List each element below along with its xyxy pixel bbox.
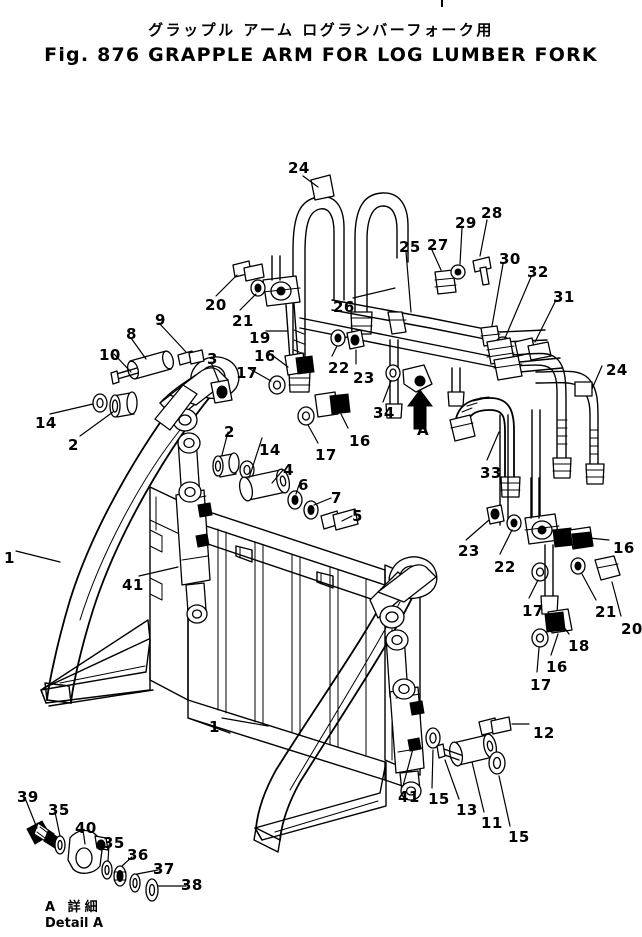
callout-number: 11	[481, 814, 503, 832]
vertical-tubes	[386, 340, 540, 525]
hose-24-left-b	[351, 193, 408, 334]
arm-link-left	[155, 368, 228, 431]
callout-number: 41	[398, 788, 420, 806]
title-japanese: グラップル アーム ログランバーフォーク用	[148, 21, 494, 39]
callout-number: 9	[155, 311, 166, 329]
callout-number: 3	[207, 350, 218, 368]
section-marker-a: A	[417, 421, 430, 439]
callout-number: 16	[254, 347, 276, 365]
callout-number: 23	[458, 542, 480, 560]
detail-a-label-japanese: A 詳細	[45, 900, 102, 915]
callout-number: 14	[259, 441, 281, 459]
callout-number: 38	[181, 876, 203, 894]
callout-number: 29	[455, 214, 477, 232]
callout-number: 10	[99, 346, 121, 364]
callout-number: 20	[205, 296, 227, 314]
pin-assembly-bottom-right	[426, 717, 511, 774]
left-fork-tine	[41, 620, 153, 706]
callout-number: 32	[527, 263, 549, 281]
callout-number: 5	[352, 507, 363, 525]
arm-link-right	[370, 565, 436, 628]
arm-link-left-lower	[178, 433, 201, 507]
callout-number: 30	[499, 250, 521, 268]
callout-number: 7	[331, 489, 342, 507]
callout-number: 24	[288, 159, 310, 177]
callout-number: 17	[315, 446, 337, 464]
callout-number: 16	[546, 658, 568, 676]
callout-number: 13	[456, 801, 478, 819]
callout-number: 1	[4, 549, 15, 567]
leader-lines	[16, 176, 621, 886]
nut-22-23-upper	[331, 330, 364, 349]
hose-33	[450, 397, 520, 497]
callout-number: 26	[333, 298, 355, 316]
callout-number: 36	[127, 846, 149, 864]
callout-number: 24	[606, 361, 628, 379]
detail-a-label-english: Detail A	[45, 916, 104, 932]
page-crop-mark	[441, 0, 443, 7]
callout-number: 21	[595, 603, 617, 621]
callout-number: 15	[428, 790, 450, 808]
callout-number: 41	[122, 576, 144, 594]
callout-number: 15	[508, 828, 530, 846]
detail-a-label: A 詳細 Detail A	[45, 900, 103, 933]
right-fork-tine	[255, 762, 386, 840]
callout-number: 27	[427, 236, 449, 254]
carriage-frame	[150, 487, 420, 792]
title-english: Fig. 876 GRAPPLE ARM FOR LOG LUMBER FORK	[44, 43, 598, 66]
callout-number: 40	[75, 819, 97, 837]
callout-number: 21	[232, 312, 254, 330]
callout-number: 34	[373, 404, 395, 422]
callout-number: 4	[283, 461, 294, 479]
callout-number: 6	[298, 476, 309, 494]
callout-number: 31	[553, 288, 575, 306]
callout-number: 35	[103, 834, 125, 852]
callout-number: 2	[68, 436, 79, 454]
grapple-arm-right	[254, 557, 437, 852]
hydraulic-cylinder-right	[390, 679, 424, 800]
callout-number: 16	[613, 539, 635, 557]
callout-number: 37	[153, 860, 175, 878]
callout-number: 16	[349, 432, 371, 450]
elbow-mid	[298, 392, 350, 425]
callout-number: 22	[494, 558, 516, 576]
callout-number: 35	[48, 801, 70, 819]
callout-number: 17	[522, 602, 544, 620]
callout-number: 20	[621, 620, 642, 638]
callout-number: 18	[568, 637, 590, 655]
callout-number: 2	[224, 423, 235, 441]
pin-and-bushings-left	[93, 350, 254, 479]
hose-24-right	[505, 353, 604, 484]
diagram-title-block: グラップル アーム ログランバーフォーク用 Fig. 876 GRAPPLE A…	[0, 22, 642, 65]
callout-number: 12	[533, 724, 555, 742]
callout-number: 28	[481, 204, 503, 222]
hydraulic-cylinder-left	[176, 482, 212, 623]
grapple-arm-left	[45, 357, 239, 703]
callout-number: 8	[126, 325, 137, 343]
arm-link-right-lower	[386, 630, 408, 697]
callout-number: 33	[480, 464, 502, 482]
callout-number: 22	[328, 359, 350, 377]
callout-number: 19	[249, 329, 271, 347]
callout-number: 25	[399, 238, 421, 256]
callout-number: 14	[35, 414, 57, 432]
callout-number: 17	[530, 676, 552, 694]
callout-number: 1	[209, 718, 220, 736]
callout-number: 23	[353, 369, 375, 387]
hose-couplings-midright	[487, 338, 522, 380]
callout-number: 39	[17, 788, 39, 806]
callout-number: 17	[236, 364, 258, 382]
